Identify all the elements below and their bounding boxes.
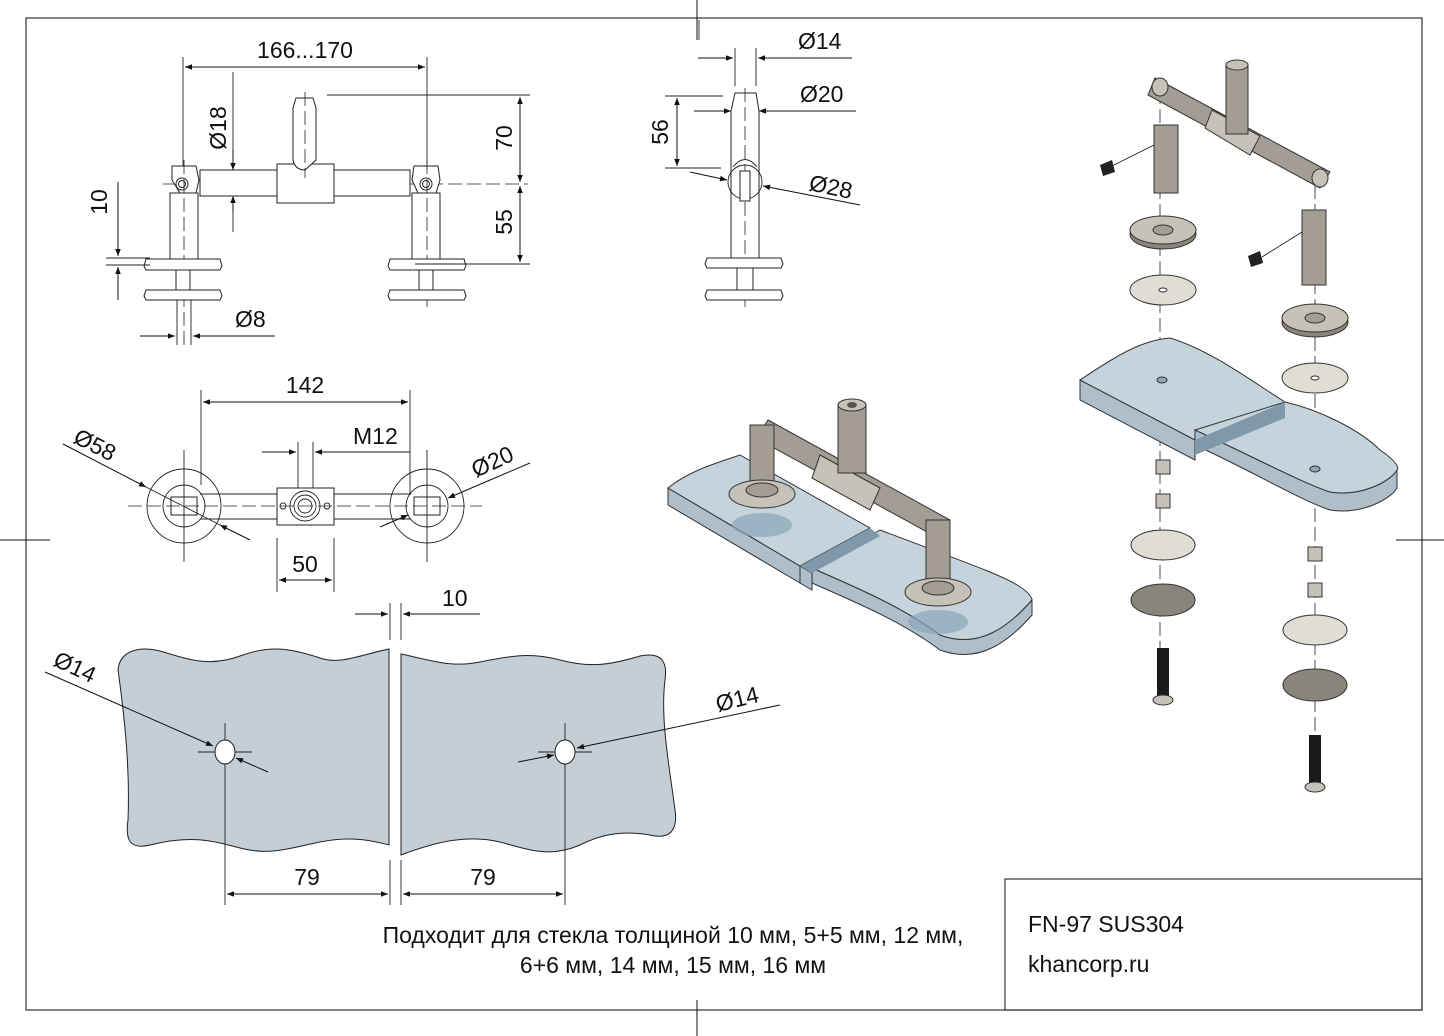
website: khancorp.ru [1028,951,1149,977]
dim-thread: M12 [353,423,398,449]
note-line-1: Подходит для стекла толщиной 10 мм, 5+5 … [383,922,964,948]
glass-layout: 10 Ø14 Ø14 79 79 [44,585,781,905]
dim-top-post-diameter: Ø20 [467,441,517,483]
dim-width: 166...170 [257,37,353,63]
dim-bolt-diameter: Ø8 [235,306,266,332]
dim-height-bottom: 55 [491,209,517,235]
dim-post-diameter: Ø20 [800,81,843,107]
dim-rod-diameter: Ø18 [205,106,231,149]
dim-disc-diameter: Ø58 [70,423,121,466]
product-code: FN-97 SUS304 [1028,911,1184,937]
note-line-2: 6+6 мм, 14 мм, 15 мм, 16 мм [520,952,826,978]
glass-panel-left [117,648,390,852]
title-block: FN-97 SUS304 khancorp.ru [1004,878,1423,1011]
glass-thickness-note: Подходит для стекла толщиной 10 мм, 5+5 … [383,922,964,978]
dim-post-height: 56 [647,119,673,145]
dim-offset-right: 79 [470,864,496,890]
dim-tip-diameter: Ø14 [798,28,842,54]
top-view: 142 M12 Ø58 [62,372,531,592]
dim-hole-right: Ø14 [713,681,762,717]
exploded-view [1079,59,1399,793]
dim-tee-length: 50 [292,551,318,577]
dim-offset-left: 79 [294,864,320,890]
isometric-assembly [667,398,1033,655]
dim-hole-left: Ø14 [50,646,101,688]
glass-panel-right [400,653,677,856]
dim-tee-diameter: Ø28 [807,169,855,203]
side-view: Ø14 Ø20 56 Ø28 [647,20,861,307]
dim-span: 142 [286,372,324,398]
dim-gap: 10 [442,585,468,611]
dim-height-top: 70 [491,125,517,151]
dim-glass-gap-front: 10 [86,189,112,215]
front-view: 166...170 Ø18 [86,37,530,345]
